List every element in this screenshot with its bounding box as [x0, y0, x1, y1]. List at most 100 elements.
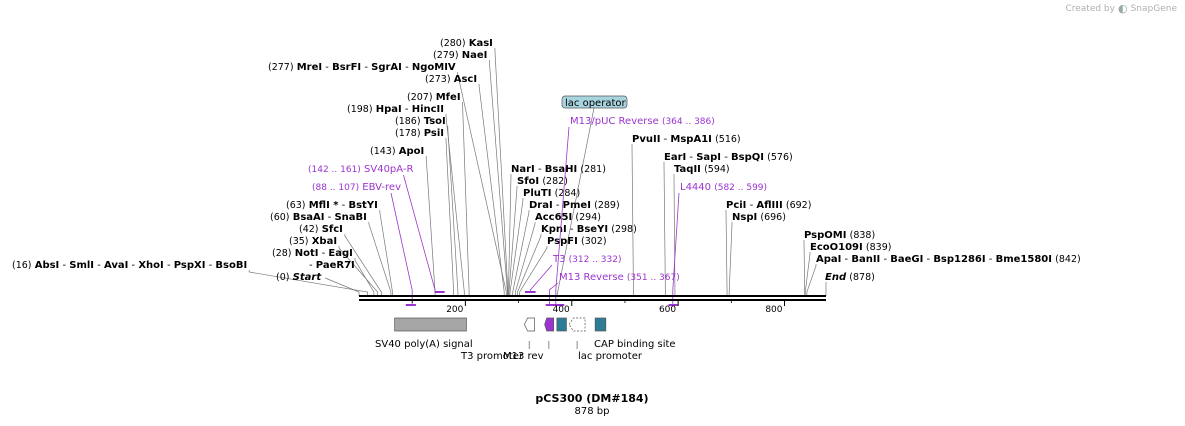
enzyme-name: KpnI — [541, 224, 567, 235]
enzyme-site-label[interactable]: (198) HpaI - HincII — [347, 104, 444, 115]
tick-label: 400 — [553, 305, 570, 315]
enzyme-name: XhoI — [138, 260, 163, 271]
enzyme-name: SfcI — [322, 224, 343, 235]
site-position: (516) — [715, 134, 741, 145]
sv40-polya-feature[interactable] — [394, 317, 467, 332]
site-position: (186) — [395, 116, 421, 127]
site-position: (839) — [866, 242, 892, 253]
enzyme-site-label[interactable]: Acc65I (294) — [535, 212, 601, 223]
t3-promoter-feature[interactable] — [524, 317, 535, 332]
enzyme-site-label[interactable]: (16) AbsI - SmlI - AvaI - XhoI - PspXI -… — [12, 260, 247, 271]
leader-lines — [248, 48, 827, 297]
site-leader-line — [368, 222, 392, 296]
enzyme-site-label[interactable]: (63) MflI * - BstYI — [286, 200, 378, 211]
enzyme-site-label[interactable]: ApaI - BanII - BaeGI - Bsp1286I - Bme158… — [816, 254, 1081, 265]
enzyme-site-label[interactable]: PspFI (302) — [547, 236, 607, 247]
enzyme-site-label[interactable]: (35) XbaI — [289, 236, 337, 247]
site-leader-line — [517, 234, 542, 296]
enzyme-name: PsiI — [424, 128, 444, 139]
primer-label[interactable]: M13/pUC Reverse (364 .. 386) — [570, 116, 715, 127]
site-position: (842) — [1055, 254, 1081, 265]
enzyme-name: MfeI — [436, 92, 461, 103]
site-leader-line — [515, 222, 536, 296]
site-position: (63) — [286, 200, 306, 211]
enzyme-name: ApaI — [816, 254, 841, 265]
lac-promoter-feature[interactable] — [568, 317, 586, 332]
primer-leader — [390, 192, 413, 305]
site-leader-line — [804, 252, 811, 296]
site-leader-line — [445, 114, 465, 296]
site-position: (178) — [395, 128, 421, 139]
enzyme-name: SfoI — [517, 176, 539, 187]
enzyme-site-label[interactable]: PluTI (284) — [523, 188, 580, 199]
enzyme-name: AbsI — [35, 260, 60, 271]
enzyme-site-label[interactable]: - PaeR7I — [309, 260, 355, 271]
primer-label[interactable]: (142 .. 161) SV40pA-R — [308, 164, 414, 175]
plasmid-length: 878 bp — [575, 406, 610, 417]
m13-rev-feature[interactable] — [544, 317, 555, 332]
enzyme-site-label[interactable]: TaqII (594) — [674, 164, 730, 175]
enzyme-name: BstYI — [348, 200, 377, 211]
enzyme-name: NaeI — [462, 50, 488, 61]
enzyme-site-label[interactable]: (186) TsoI — [395, 116, 446, 127]
enzyme-site-label[interactable]: EcoO109I (839) — [810, 242, 891, 253]
enzyme-name: PciI — [726, 200, 746, 211]
site-position: (42) — [299, 224, 319, 235]
site-position: (273) — [425, 74, 451, 85]
enzyme-site-label[interactable]: (273) AscI — [425, 74, 477, 85]
enzyme-site-label[interactable]: (178) PsiI — [395, 128, 444, 139]
enzyme-name: PspFI — [547, 236, 578, 247]
enzyme-name: PluTI — [523, 188, 551, 199]
enzyme-site-label[interactable]: (280) KasI — [440, 38, 493, 49]
enzyme-site-label[interactable]: SfoI (282) — [517, 176, 568, 187]
enzyme-site-label[interactable]: PvuII - MspA1I (516) — [632, 134, 741, 145]
enzyme-site-label[interactable]: (207) MfeI — [407, 92, 461, 103]
site-leader-line — [803, 240, 806, 296]
enzyme-site-label[interactable]: (277) MreI - BsrFI - SgrAI - NgoMIV — [268, 62, 456, 73]
enzyme-site-label[interactable]: (60) BsaAI - SnaBI — [270, 212, 367, 223]
enzyme-site-label[interactable]: PciI - AflIII (692) — [726, 200, 811, 211]
primer-label[interactable]: L4440 (582 .. 599) — [680, 182, 767, 193]
enzyme-name: BsaAI — [293, 212, 325, 223]
primer-label[interactable]: T3 (312 .. 332) — [552, 254, 622, 265]
site-position: (280) — [440, 38, 466, 49]
site-leader-line — [344, 234, 382, 296]
primer-leader — [549, 282, 559, 305]
enzyme-name: SnaBI — [334, 212, 366, 223]
start-label: (0) Start — [276, 272, 322, 283]
tick-label: 800 — [765, 305, 782, 315]
enzyme-site-label[interactable]: DraI - PmeI (289) — [529, 200, 620, 211]
cap-binding-site-feature[interactable] — [594, 317, 607, 332]
enzyme-name: NgoMIV — [412, 62, 456, 73]
snapgene-text: SnapGene — [1130, 3, 1177, 14]
enzyme-site-label[interactable]: (143) ApoI — [370, 146, 424, 157]
site-position: (16) — [12, 260, 32, 271]
enzyme-site-label[interactable]: (42) SfcI — [299, 224, 343, 235]
lac-operator-block[interactable] — [556, 317, 567, 332]
site-leader-line — [631, 144, 634, 296]
enzyme-site-label[interactable]: NspI (696) — [732, 212, 786, 223]
lac-operator-leader — [556, 107, 595, 297]
enzyme-site-label[interactable]: (28) NotI - EagI — [272, 248, 353, 259]
site-leader-line — [445, 138, 455, 296]
enzyme-site-label[interactable]: (279) NaeI — [433, 50, 487, 61]
site-leader-line — [508, 186, 518, 296]
primer-label[interactable]: M13 Reverse (351 .. 367) — [559, 272, 680, 283]
enzyme-name: DraI — [529, 200, 553, 211]
site-leader-line — [728, 222, 733, 296]
enzyme-site-label[interactable]: KpnI - BseYI (298) — [541, 224, 637, 235]
feature-label: lac promoter — [578, 351, 643, 362]
enzyme-name: NarI — [511, 164, 535, 175]
primer-label[interactable]: (88 .. 107) EBV-rev — [312, 182, 401, 193]
lac-operator-feature[interactable]: lac operator — [561, 95, 628, 109]
site-position: (277) — [268, 62, 294, 73]
enzyme-name: MreI — [297, 62, 322, 73]
enzyme-site-label[interactable]: PspOMI (838) — [804, 230, 875, 241]
site-leader-line — [512, 210, 530, 296]
site-leader-line — [478, 84, 505, 296]
enzyme-site-label[interactable]: EarI - SapI - BspQI (576) — [664, 152, 793, 163]
site-position: (302) — [581, 236, 607, 247]
enzyme-site-label[interactable]: NarI - BsaHI (281) — [511, 164, 606, 175]
